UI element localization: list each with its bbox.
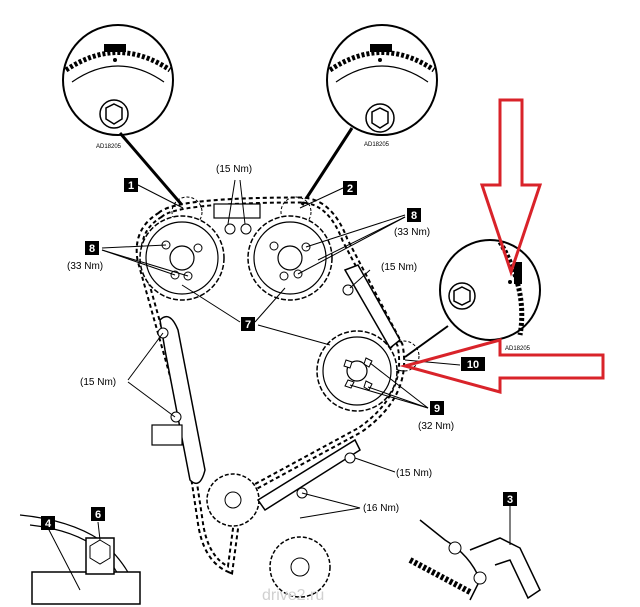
svg-text:7: 7 bbox=[245, 319, 251, 331]
torque-label-lower: (15 Nm) bbox=[396, 468, 432, 479]
lower-sprocket bbox=[206, 473, 260, 527]
callout-10: 10 bbox=[461, 357, 485, 371]
callout-6: 6 bbox=[91, 507, 105, 521]
figure-code-middle: AD18205 bbox=[364, 142, 390, 148]
lower-chain-guide bbox=[256, 438, 361, 512]
watermark: drive2.ru bbox=[262, 587, 324, 604]
torque-label-left-cam: (33 Nm) bbox=[67, 261, 103, 272]
torque-label-16: (16 Nm) bbox=[363, 503, 399, 514]
callout-7: 7 bbox=[241, 317, 255, 331]
torque-label-right-cam: (33 Nm) bbox=[394, 227, 430, 238]
detail-marker-middle bbox=[280, 196, 312, 228]
callout-4: 4 bbox=[41, 516, 55, 530]
torque-label-left-tensioner: (15 Nm) bbox=[80, 377, 116, 388]
svg-text:9: 9 bbox=[434, 403, 440, 415]
camshaft-sprocket-left bbox=[139, 215, 225, 301]
svg-text:10: 10 bbox=[467, 359, 479, 371]
red-arrow-down bbox=[479, 98, 543, 277]
intermediate-sprocket bbox=[316, 330, 398, 412]
detail-marker-left bbox=[171, 196, 203, 228]
tensioner-rail bbox=[151, 315, 206, 485]
torque-label-top: (15 Nm) bbox=[216, 164, 252, 175]
svg-text:3: 3 bbox=[507, 494, 513, 506]
callout-3: 3 bbox=[503, 492, 517, 506]
bottom-sprocket bbox=[269, 536, 331, 598]
torque-label-crank: (32 Nm) bbox=[418, 421, 454, 432]
callout-9: 9 bbox=[430, 401, 444, 415]
red-arrow-left bbox=[399, 338, 605, 394]
camshaft-sprocket-right bbox=[247, 215, 333, 301]
detail-circle-left bbox=[62, 24, 184, 206]
detail-circle-right bbox=[404, 239, 541, 358]
tool-assembly bbox=[408, 519, 541, 601]
callout-8-right: 8 bbox=[407, 208, 421, 222]
figure-code-right: AD18205 bbox=[505, 346, 531, 352]
svg-text:6: 6 bbox=[95, 509, 101, 521]
oil-pump-assembly bbox=[19, 514, 141, 605]
svg-text:2: 2 bbox=[347, 183, 353, 195]
svg-text:8: 8 bbox=[411, 210, 417, 222]
callout-8-left: 8 bbox=[85, 241, 99, 255]
callout-1: 1 bbox=[124, 178, 138, 192]
torque-label-upper-right: (15 Nm) bbox=[381, 262, 417, 273]
svg-text:8: 8 bbox=[89, 243, 95, 255]
upper-chain-guide bbox=[213, 203, 261, 235]
svg-text:1: 1 bbox=[128, 180, 134, 192]
callout-2: 2 bbox=[343, 181, 357, 195]
detail-circle-middle bbox=[300, 24, 438, 206]
figure-code-left: AD18205 bbox=[96, 144, 122, 150]
svg-text:4: 4 bbox=[45, 518, 52, 530]
leader-lines bbox=[47, 179, 511, 591]
